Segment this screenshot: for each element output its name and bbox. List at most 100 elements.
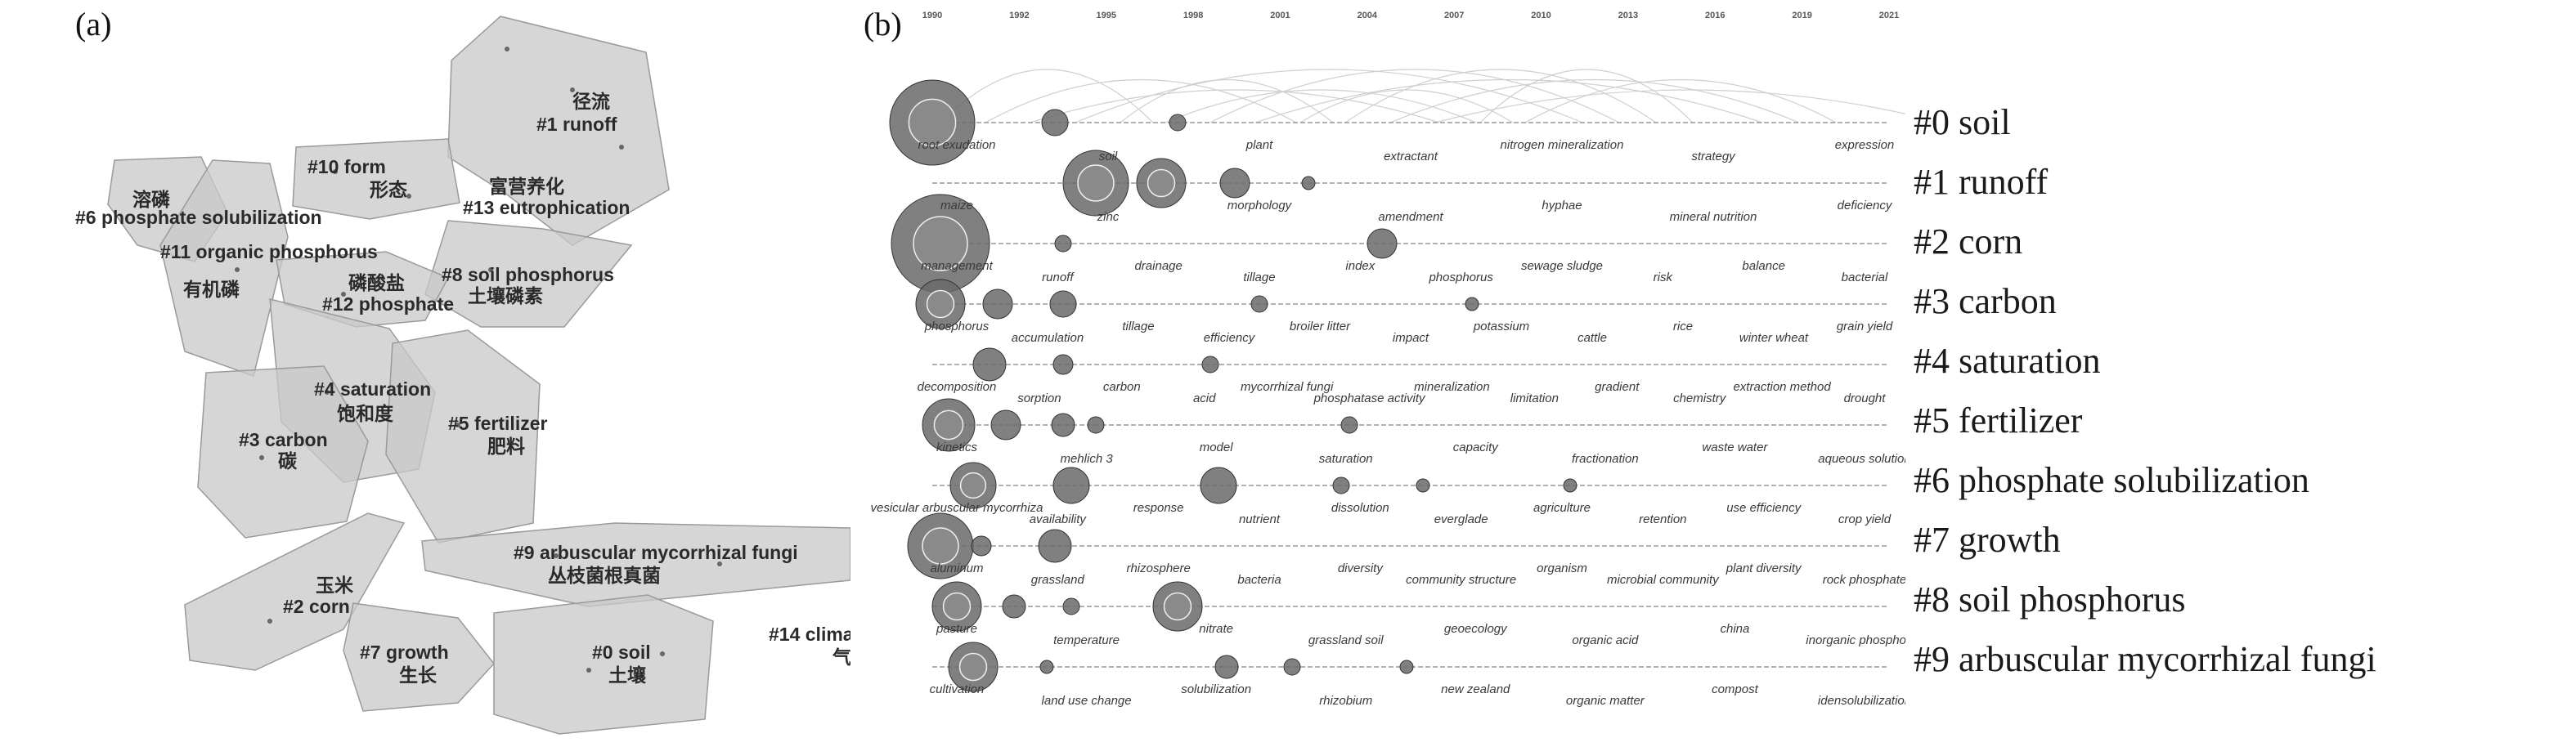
keyword-label-4-2: carbon: [1103, 380, 1141, 394]
keyword-label-7-0: aluminum: [930, 561, 983, 575]
keyword-label-2-9: bacterial: [1842, 271, 1888, 284]
keyword-node-5-3: [1087, 416, 1105, 434]
citation-arc-3: [1075, 69, 1583, 123]
keyword-label-6-9: crop yield: [1838, 512, 1892, 526]
keyword-label-7-7: microbial community: [1607, 573, 1720, 587]
cluster-c12-cn: 磷酸盐: [348, 272, 405, 293]
citation-arc-4: [1120, 78, 1334, 123]
year-label-2010: 2010: [1531, 11, 1551, 20]
keyword-label-3-9: winter wheat: [1739, 331, 1809, 345]
keyword-node-0-2: [1169, 114, 1187, 132]
cluster-c5-en: #5 fertilizer: [448, 413, 547, 434]
citation-arc-2: [1030, 89, 1440, 123]
keyword-label-6-5: everglade: [1434, 512, 1488, 526]
citation-arc-13: [1524, 79, 1837, 123]
keyword-label-1-2: morphology: [1227, 199, 1293, 212]
keyword-label-9-1: land use change: [1042, 694, 1132, 708]
keyword-node-6-5: [1563, 478, 1577, 493]
keyword-node-6-2: [1200, 467, 1237, 504]
cluster-c3-en: #3 carbon: [239, 429, 328, 450]
hull-c2: [184, 512, 406, 671]
cluster-c11-en: #11 organic phosphorus: [160, 241, 378, 262]
keyword-label-0-2: plant: [1245, 138, 1273, 152]
cluster-c3-cn: 碳: [278, 450, 298, 472]
legend-item-1: #1 runoff: [1914, 162, 2049, 202]
keyword-node-ring-0-0: [908, 98, 957, 147]
year-label-2013: 2013: [1618, 11, 1638, 20]
keyword-node-7-1: [971, 535, 992, 557]
keyword-label-4-1: sorption: [1017, 391, 1061, 405]
keyword-label-8-7: inorganic phosphorus: [1806, 633, 1905, 647]
keyword-label-5-0: kinetics: [936, 441, 978, 454]
keyword-label-8-4: geoecology: [1444, 622, 1508, 636]
citation-arc-12: [1479, 69, 1694, 123]
keyword-label-8-3: grassland soil: [1308, 633, 1384, 647]
keyword-label-5-7: aqueous solution: [1818, 452, 1905, 466]
cluster-c8-cn: 土壤磷素: [468, 285, 543, 306]
cluster-c6-cn: 溶磷: [132, 189, 170, 210]
cluster-c4-en: #4 saturation: [314, 378, 431, 400]
keyword-label-7-5: community structure: [1406, 573, 1516, 587]
keyword-label-9-6: compost: [1712, 682, 1759, 696]
keyword-label-0-1: soil: [1099, 150, 1118, 163]
cluster-c0-en: #0 soil: [592, 642, 651, 663]
keyword-label-5-4: capacity: [1453, 441, 1500, 454]
cluster-labels: 径流 #1 runoff #10 form 形态 富营养化 #13 eutrop…: [75, 91, 871, 686]
keyword-label-4-7: limitation: [1510, 391, 1559, 405]
keyword-label-1-4: hyphae: [1542, 199, 1582, 212]
cluster-c9-en: #9 arbuscular mycorrhizal fungi: [514, 542, 798, 563]
keyword-label-6-7: retention: [1639, 512, 1686, 526]
keyword-label-2-5: phosphorus: [1428, 271, 1493, 284]
keyword-label-3-8: rice: [1673, 320, 1693, 333]
citation-arc-0: [940, 69, 1154, 123]
keyword-label-6-8: use efficiency: [1726, 501, 1802, 515]
keyword-label-2-2: drainage: [1134, 259, 1182, 273]
keyword-label-6-6: agriculture: [1533, 501, 1591, 515]
keyword-node-4-2: [1201, 356, 1219, 374]
keyword-node-ring-8-3: [1163, 592, 1192, 621]
keyword-label-3-6: potassium: [1473, 320, 1529, 333]
cluster-c7-en: #7 growth: [360, 642, 449, 663]
cluster-c1-en: #1 runoff: [536, 114, 617, 135]
panel-a-letter: (a): [75, 6, 112, 42]
cluster-c13-cn: 富营养化: [489, 176, 564, 197]
keyword-label-9-4: new zealand: [1441, 682, 1510, 696]
keyword-label-2-6: sewage sludge: [1521, 259, 1603, 273]
keyword-node-ring-7-0: [922, 527, 959, 565]
keyword-label-1-3: amendment: [1378, 210, 1443, 224]
keyword-node-3-3: [1250, 295, 1268, 313]
keyword-label-6-3: nutrient: [1239, 512, 1281, 526]
keyword-label-4-4: mycorrhizal fungi: [1241, 380, 1334, 394]
year-label-2001: 2001: [1270, 11, 1290, 20]
keyword-label-4-5: phosphatase activity: [1313, 391, 1426, 405]
hull-c10: [292, 138, 460, 220]
keyword-label-7-8: plant diversity: [1726, 561, 1802, 575]
cluster-hulls: [107, 16, 851, 735]
keyword-label-2-4: index: [1345, 259, 1375, 273]
year-label-1995: 1995: [1096, 11, 1115, 20]
keyword-label-7-4: diversity: [1338, 561, 1384, 575]
legend-item-4: #4 saturation: [1914, 341, 2101, 381]
year-label-2019: 2019: [1792, 11, 1811, 20]
year-label-2007: 2007: [1444, 11, 1464, 20]
keyword-node-ring-3-0: [926, 289, 955, 319]
cluster-c12-en: #12 phosphate: [322, 293, 454, 315]
keyword-label-1-6: deficiency: [1838, 199, 1893, 212]
keyword-label-9-3: rhizobium: [1319, 694, 1372, 708]
hull-c5: [385, 329, 541, 543]
cluster-c8-en: #8 soil phosphorus: [442, 264, 614, 285]
keyword-label-4-8: gradient: [1595, 380, 1640, 394]
legend-item-0: #0 soil: [1914, 102, 2011, 142]
keyword-node-ring-1-0: [1077, 164, 1115, 202]
cluster-c0-cn: 土壤: [608, 664, 647, 686]
keyword-label-7-6: organism: [1537, 561, 1587, 575]
citation-arc-11: [1434, 89, 1943, 123]
keyword-node-5-4: [1340, 416, 1358, 434]
keyword-label-4-0: decomposition: [918, 380, 997, 394]
cluster-c4-cn-visible: 饱和度: [337, 403, 394, 424]
keyword-node-6-3: [1332, 476, 1350, 494]
hull-c3: [197, 365, 369, 539]
cluster-c10-cn: 形态: [370, 179, 407, 200]
keyword-label-3-4: broiler litter: [1290, 320, 1351, 333]
